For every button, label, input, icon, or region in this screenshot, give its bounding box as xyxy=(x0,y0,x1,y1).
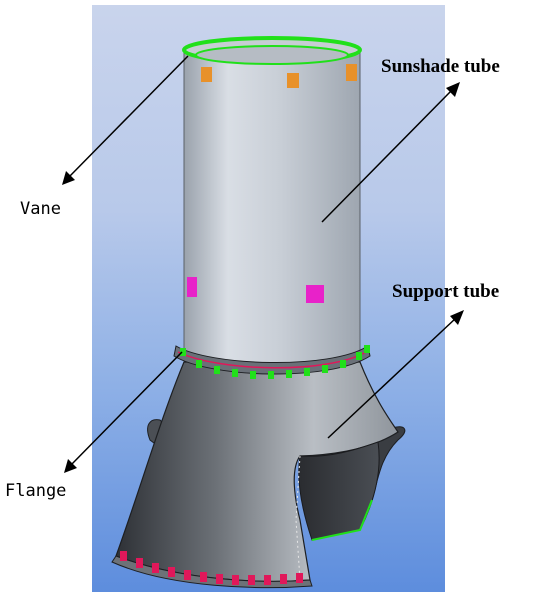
support-tube xyxy=(111,361,406,589)
flange xyxy=(173,345,371,379)
vane-marker xyxy=(346,64,357,81)
vane-marker xyxy=(201,67,212,82)
flange-label: Flange xyxy=(5,481,67,501)
support-tube-label: Support tube xyxy=(392,281,500,302)
pad-marker xyxy=(187,277,197,297)
vane-arrow xyxy=(62,55,189,185)
sunshade-arrow xyxy=(321,82,460,223)
sunshade-tube-label: Sunshade tube xyxy=(381,56,500,77)
support-arrow xyxy=(327,310,464,439)
vane-label: Vane xyxy=(20,199,61,219)
pad-marker xyxy=(306,285,324,303)
bottom-rim-tabs xyxy=(120,551,303,585)
sunshade-tube xyxy=(182,36,362,369)
flange-arrow xyxy=(64,351,183,473)
vane-marker xyxy=(287,73,299,88)
